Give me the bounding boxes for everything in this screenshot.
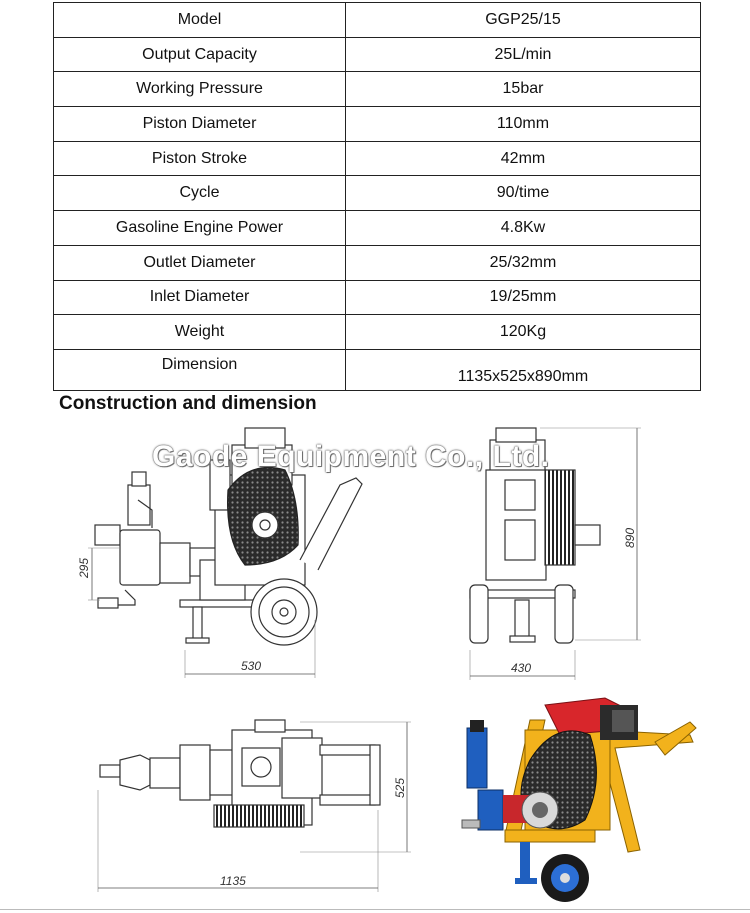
rear-height-label: 890	[623, 528, 637, 548]
spec-value: 15bar	[345, 71, 701, 108]
watermark: Gaode Equipment Co., Ltd.	[152, 440, 550, 473]
top-view-drawing	[97, 719, 411, 892]
spec-value: 90/time	[345, 175, 701, 212]
spec-value: 110mm	[345, 106, 701, 142]
product-render-image	[461, 697, 697, 902]
spec-label: Dimension	[53, 348, 346, 391]
spec-label: Inlet Diameter	[53, 279, 346, 316]
spec-label: Working Pressure	[53, 71, 346, 108]
rear-view-drawing	[469, 427, 641, 680]
spec-label: Outlet Diameter	[53, 244, 346, 281]
side-length-label: 530	[241, 659, 261, 673]
spec-value: 42mm	[345, 140, 701, 177]
spec-value: 1135x525x890mm	[345, 348, 701, 391]
section-heading: Construction and dimension	[59, 393, 317, 414]
spec-label: Cycle	[53, 175, 346, 212]
side-height-label: 295	[77, 558, 91, 579]
divider	[0, 909, 750, 910]
spec-label: Gasoline Engine Power	[53, 210, 346, 246]
rear-width-label: 430	[511, 661, 531, 675]
spec-label: Model	[53, 2, 346, 38]
spec-label: Piston Stroke	[53, 140, 346, 177]
spec-value: GGP25/15	[345, 2, 701, 38]
top-length-label: 1135	[220, 874, 246, 888]
spec-value: 25L/min	[345, 36, 701, 73]
spec-value: 25/32mm	[345, 244, 701, 281]
spec-value: 4.8Kw	[345, 210, 701, 246]
top-width-label: 525	[393, 778, 407, 798]
side-view-drawing	[88, 427, 363, 678]
spec-value: 120Kg	[345, 314, 701, 350]
spec-label: Piston Diameter	[53, 106, 346, 142]
